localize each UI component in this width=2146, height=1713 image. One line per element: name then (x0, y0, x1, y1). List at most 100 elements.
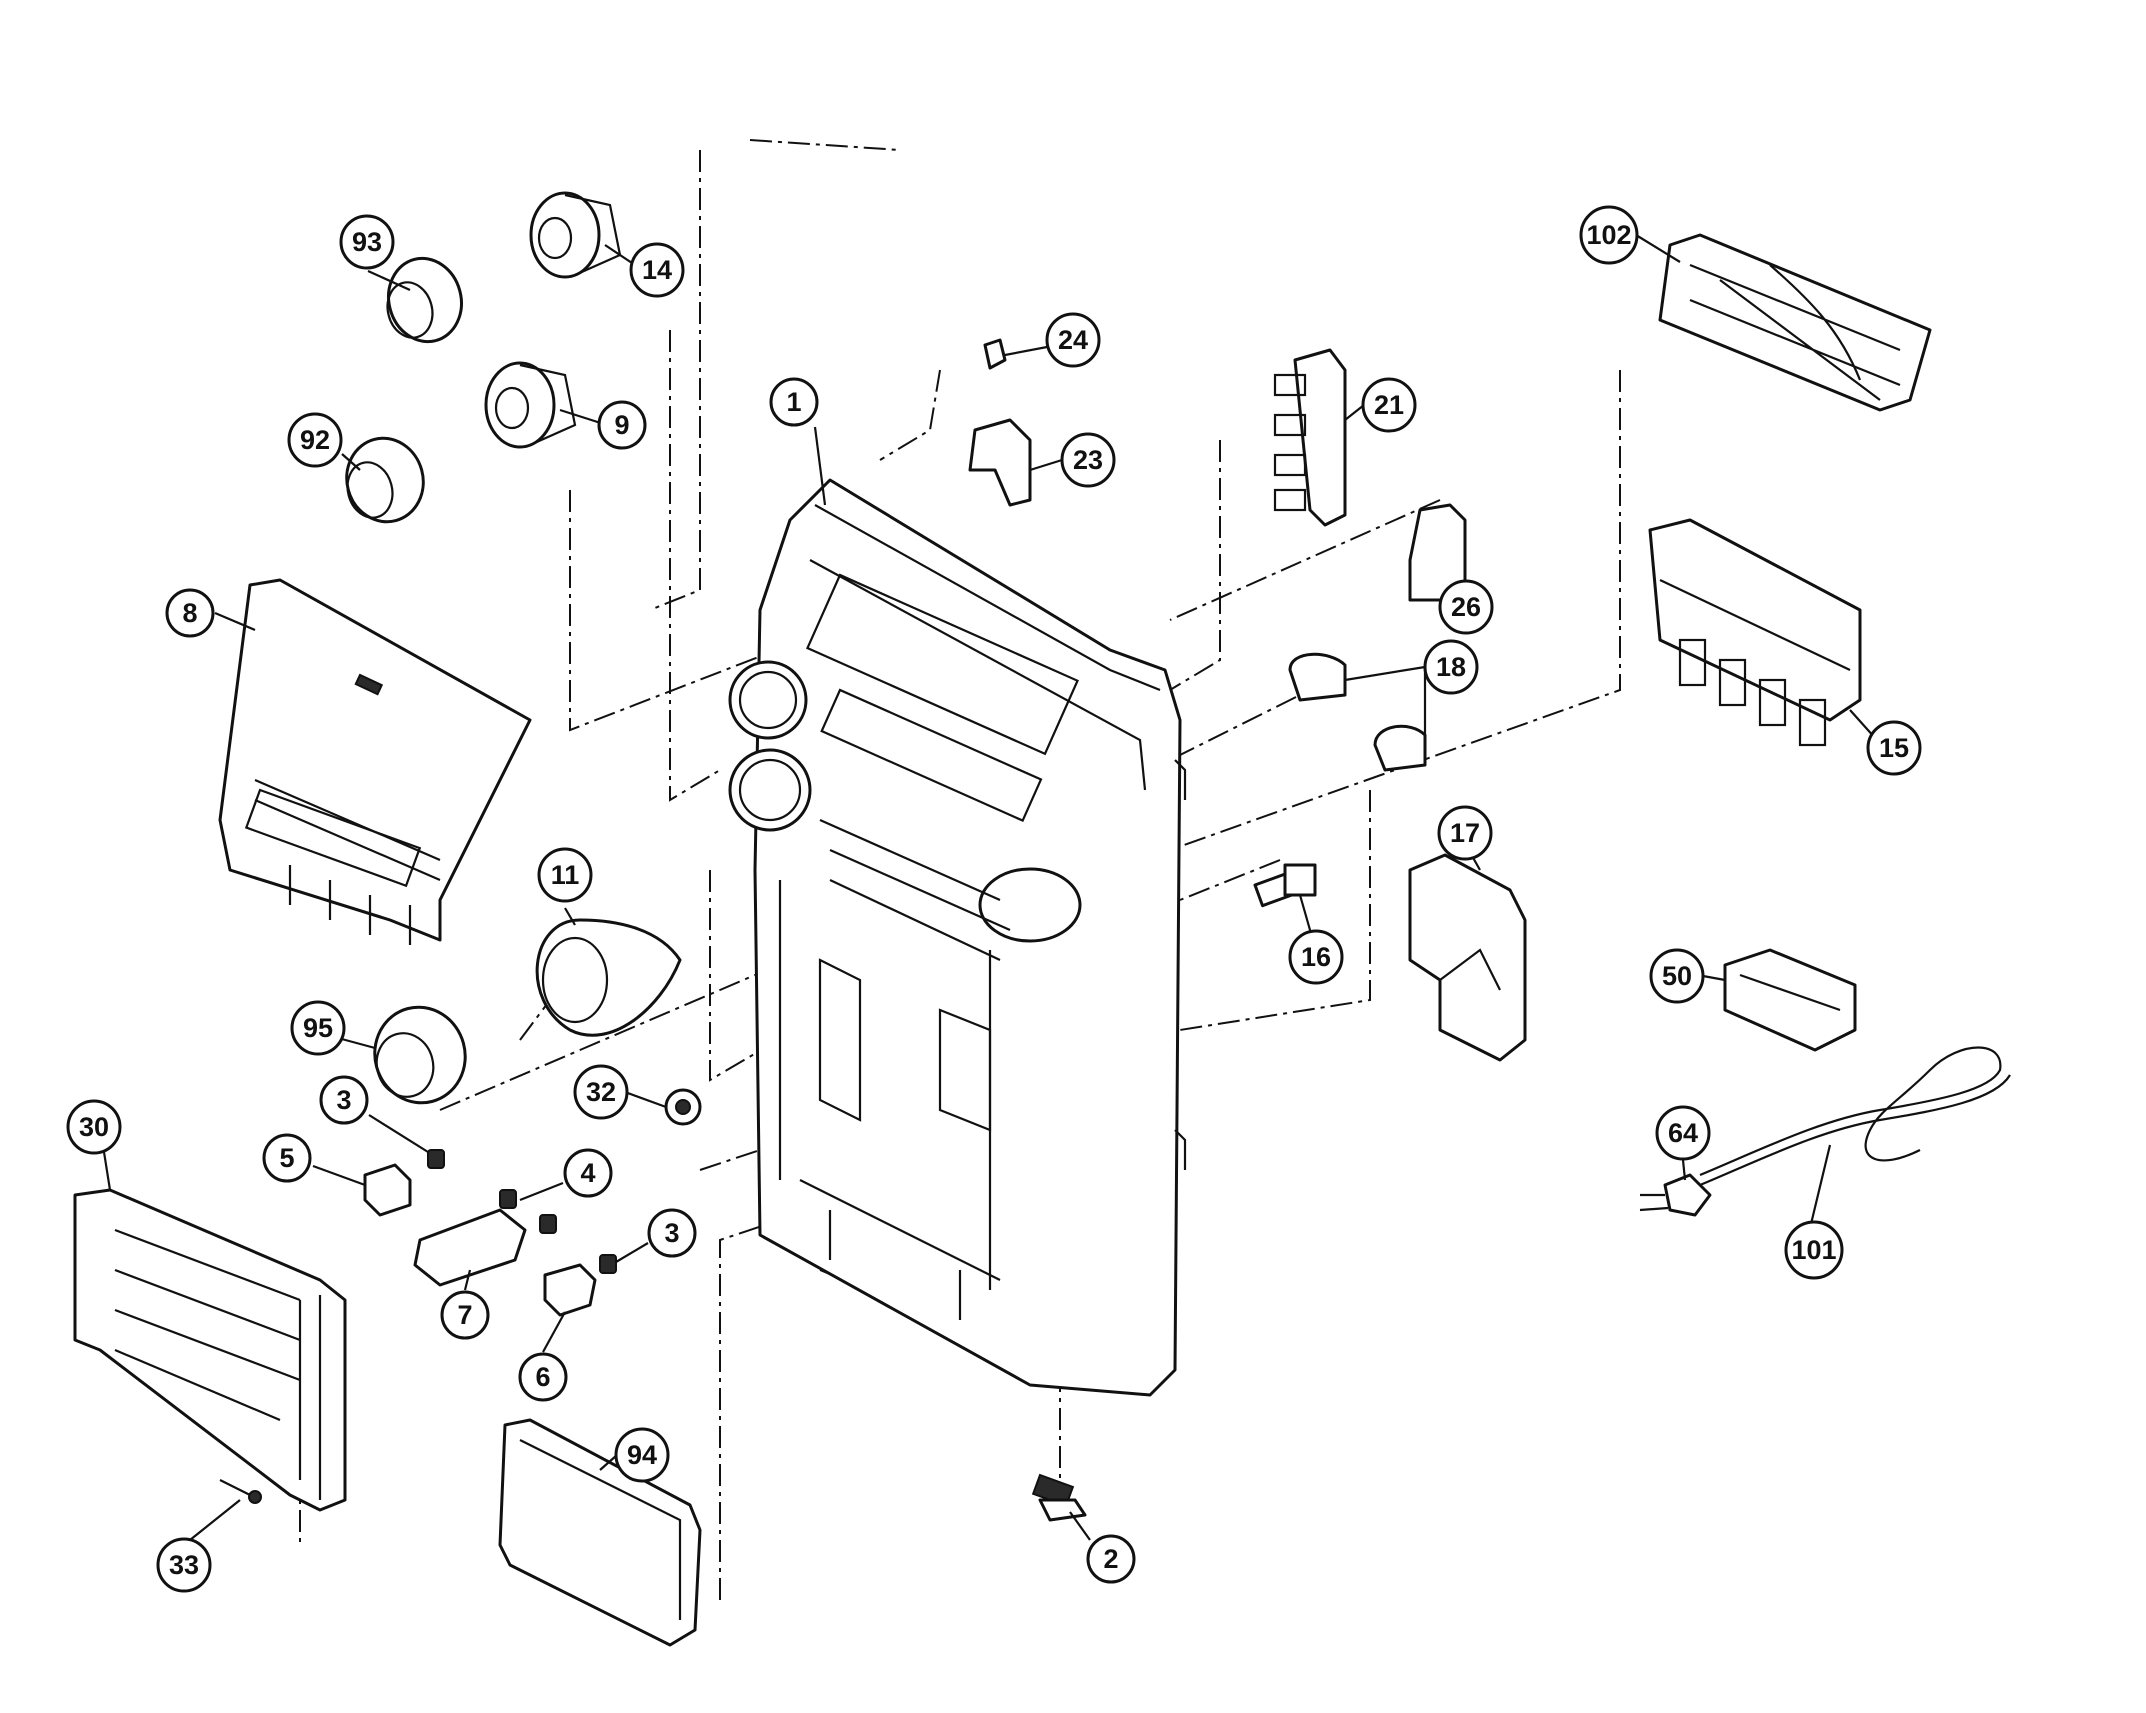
module-50-part (1723, 948, 1857, 1052)
switch-16-part (1253, 863, 1317, 908)
cassette-door-30-part (73, 1188, 347, 1512)
knob-ring-11-part (535, 918, 682, 1037)
switch-block-15-part (1648, 518, 1862, 747)
callout-circle (319, 1075, 369, 1125)
callout-label: 18 (1436, 652, 1466, 682)
callouts: 1 2 3 3 4 5 6 7 8 9 11 14 15 16 17 18 21… (66, 205, 1922, 1593)
callout-1: 1 (769, 377, 819, 427)
callout-label: 64 (1668, 1118, 1698, 1148)
front-cabinet-part (728, 478, 1187, 1508)
callout-label: 3 (336, 1085, 351, 1115)
bracket-23-part (968, 418, 1032, 507)
knob-base-14-part (529, 191, 622, 279)
callout-label: 5 (279, 1143, 294, 1173)
callout-4: 4 (563, 1148, 613, 1198)
callout-label: 9 (614, 410, 629, 440)
callout-circle (1438, 579, 1494, 635)
callout-92: 92 (287, 412, 343, 468)
knob-base-9-part (484, 361, 577, 449)
button-6-part (543, 1263, 597, 1317)
callout-circle (614, 1427, 670, 1483)
callout-15: 15 (1866, 720, 1922, 776)
callout-33: 33 (156, 1537, 212, 1593)
callout-50: 50 (1649, 948, 1705, 1004)
callout-16: 16 (1288, 929, 1344, 985)
callout-14: 14 (629, 242, 685, 298)
callout-label: 11 (551, 860, 580, 890)
screw-33-part (219, 1479, 262, 1504)
callout-8: 8 (165, 588, 215, 638)
callout-64: 64 (1655, 1105, 1711, 1161)
callout-circle (1423, 639, 1479, 695)
callout-label: 33 (169, 1550, 199, 1580)
callout-label: 15 (1879, 733, 1909, 763)
callout-label: 26 (1451, 592, 1481, 622)
callout-label: 21 (1374, 390, 1404, 420)
callout-circle (262, 1133, 312, 1183)
callout-102: 102 (1579, 205, 1639, 265)
callout-3b: 3 (647, 1208, 697, 1258)
callout-circle (629, 242, 685, 298)
callout-circle (1060, 432, 1116, 488)
callout-circle (290, 1000, 346, 1056)
power-cord-101-part (1699, 1046, 2011, 1187)
callout-label: 93 (352, 227, 382, 257)
callout-label: 14 (642, 255, 672, 285)
callout-circle (287, 412, 343, 468)
knob-93-part (386, 256, 463, 344)
button-7-part (413, 1208, 527, 1287)
callout-2: 2 (1086, 1534, 1136, 1584)
callout-label: 2 (1103, 1544, 1118, 1574)
spring-3b-part (599, 1254, 617, 1274)
pad-2-part (1038, 1498, 1087, 1522)
callout-label: 7 (457, 1300, 472, 1330)
callout-93: 93 (339, 214, 395, 270)
plug-64-part (1639, 1173, 1712, 1217)
callout-label: 95 (303, 1013, 333, 1043)
callout-26: 26 (1438, 579, 1494, 635)
callout-21: 21 (1361, 377, 1417, 433)
callout-9: 9 (597, 400, 647, 450)
spring-3a-part (427, 1149, 445, 1169)
callout-17: 17 (1437, 805, 1493, 861)
callout-circle (573, 1064, 629, 1120)
callout-label: 94 (627, 1440, 657, 1470)
callout-24: 24 (1045, 312, 1101, 368)
knob-18-part (1288, 652, 1427, 772)
callout-label: 101 (1791, 1235, 1836, 1265)
callout-circle (1086, 1534, 1136, 1584)
knob-95-part (373, 1005, 467, 1105)
lever-24-part (983, 338, 1007, 370)
callout-circle (1784, 1220, 1844, 1280)
callout-circle (1649, 948, 1705, 1004)
callout-label: 23 (1073, 445, 1103, 475)
callout-label: 16 (1301, 942, 1331, 972)
callout-94: 94 (614, 1427, 670, 1483)
callout-circle (165, 588, 215, 638)
callout-label: 4 (580, 1158, 595, 1188)
callout-label: 3 (664, 1218, 679, 1248)
callout-circle (518, 1352, 568, 1402)
front-panel-part (218, 578, 532, 945)
button-strip-21-part (1273, 348, 1347, 527)
callout-label: 6 (535, 1362, 550, 1392)
callout-circle (1437, 805, 1493, 861)
callout-label: 30 (79, 1112, 109, 1142)
bracket-17-part (1408, 853, 1527, 1062)
callout-circle (769, 377, 819, 427)
callout-32: 32 (573, 1064, 629, 1120)
callout-circle (597, 400, 647, 450)
callout-7: 7 (440, 1290, 490, 1340)
callout-circle (156, 1537, 212, 1593)
callout-23: 23 (1060, 432, 1116, 488)
callout-6: 6 (518, 1352, 568, 1402)
spring-4-part (499, 1189, 557, 1234)
callout-label: 50 (1662, 961, 1692, 991)
callout-circle (1045, 312, 1101, 368)
callout-30: 30 (66, 1099, 122, 1155)
callout-circle (440, 1290, 490, 1340)
callout-label: 8 (182, 598, 197, 628)
callout-circle (563, 1148, 613, 1198)
callout-circle (66, 1099, 122, 1155)
